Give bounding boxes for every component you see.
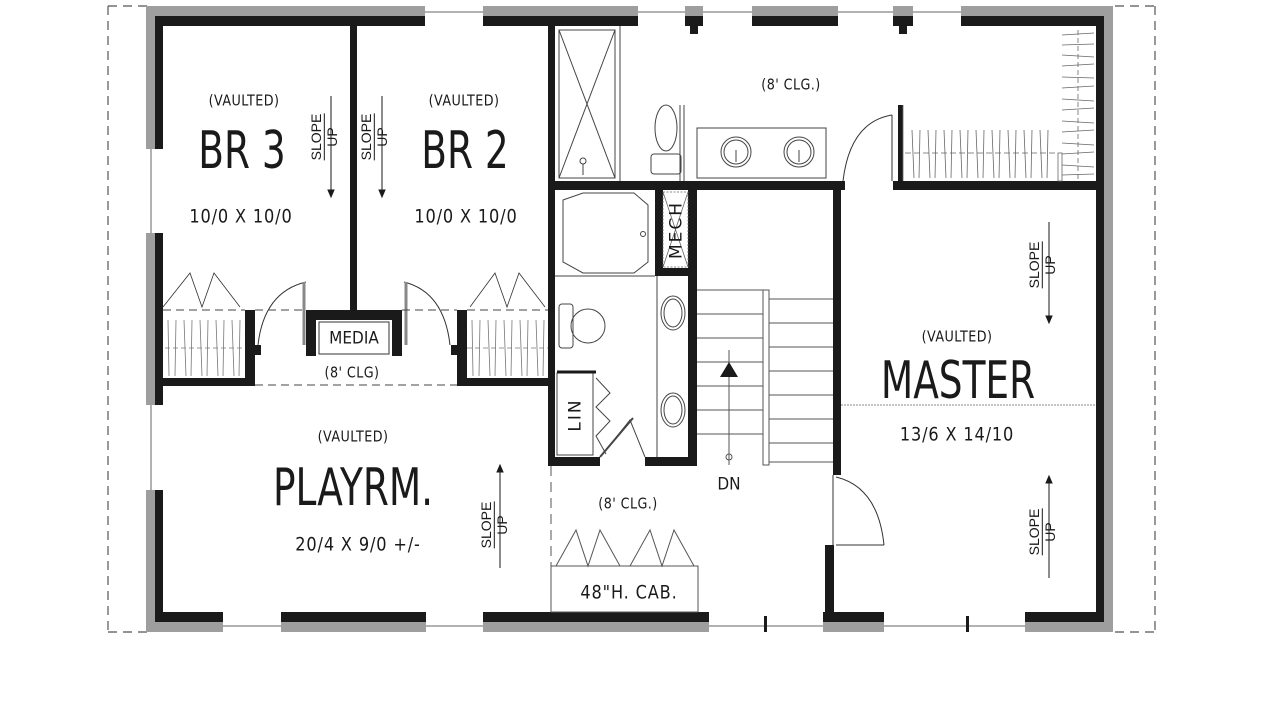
- slope-label-playroom: SLOPE UP: [477, 501, 510, 549]
- master-ceiling-note: (VAULTED): [921, 327, 993, 346]
- slope-label-br3: SLOPE UP: [307, 113, 340, 161]
- slope-direction: UP: [1041, 508, 1058, 556]
- br3-room-name: BR 3: [198, 121, 286, 181]
- bath-ceiling-label: (8' CLG.): [761, 75, 821, 94]
- master-room-size: 13/6 X 14/10: [899, 423, 1015, 446]
- playroom-room-size: 20/4 X 9/0 +/-: [295, 533, 421, 556]
- slope-direction: UP: [493, 501, 510, 549]
- walk-in-closet: [902, 30, 1095, 182]
- playroom-room-name: PLAYRM.: [272, 458, 434, 518]
- closet-br2: [467, 272, 548, 377]
- slope-arrows: [327, 96, 1053, 578]
- slope-word: SLOPE: [1025, 241, 1042, 289]
- shower: [558, 26, 621, 181]
- double-vanity-upper: [679, 105, 827, 181]
- br2-room-name: BR 2: [421, 121, 509, 181]
- slope-label-master-upper: SLOPE UP: [1025, 241, 1058, 289]
- walls: [155, 16, 1104, 632]
- landing-ceiling-label: (8' CLG.): [598, 494, 658, 513]
- double-vanity-lower: [656, 276, 686, 457]
- exterior-band: [146, 6, 1113, 632]
- playroom-ceiling-note: (VAULTED): [317, 427, 389, 446]
- window-lines: [150, 11, 1025, 627]
- slope-direction: UP: [1041, 241, 1058, 289]
- stairs-arrow-icon: [720, 362, 738, 377]
- door-master-bath: [842, 114, 893, 182]
- toilet-lower: [555, 275, 655, 349]
- slope-word: SLOPE: [477, 501, 494, 549]
- stairs[interactable]: [697, 289, 833, 466]
- br3-ceiling-note: (VAULTED): [208, 91, 280, 110]
- tub: [562, 192, 649, 274]
- media-niche: [318, 321, 390, 355]
- toilet-upper: [650, 104, 682, 175]
- bedroom-doors: [257, 281, 451, 346]
- slope-label-br2: SLOPE UP: [357, 113, 390, 161]
- linen-label: LIN: [565, 398, 586, 432]
- br2-ceiling-note: (VAULTED): [428, 91, 500, 110]
- linen-closet: [556, 370, 646, 458]
- mech-label: MECH: [666, 200, 687, 260]
- hall-ceiling-lines: [163, 309, 548, 386]
- slope-word: SLOPE: [307, 113, 324, 161]
- slope-label-master-lower: SLOPE UP: [1025, 508, 1058, 556]
- cabinet-label: 48"H. CAB.: [580, 581, 678, 604]
- slope-word: SLOPE: [357, 113, 374, 161]
- stairs-down-label: DN: [717, 474, 741, 495]
- br2-room-size: 10/0 X 10/0: [414, 205, 518, 228]
- outer-boundary: [107, 5, 1156, 633]
- slope-direction: UP: [323, 113, 340, 161]
- hall-ceiling-label: (8' CLG): [324, 363, 380, 382]
- closet-br3: [162, 272, 245, 377]
- slope-word: SLOPE: [1025, 508, 1042, 556]
- landing: [550, 466, 699, 613]
- mech-closet: [662, 191, 689, 268]
- media-label: MEDIA: [329, 328, 379, 349]
- door-master: [832, 475, 885, 546]
- br3-room-size: 10/0 X 10/0: [189, 205, 293, 228]
- slope-direction: UP: [373, 113, 390, 161]
- master-room-name: MASTER: [880, 351, 1036, 411]
